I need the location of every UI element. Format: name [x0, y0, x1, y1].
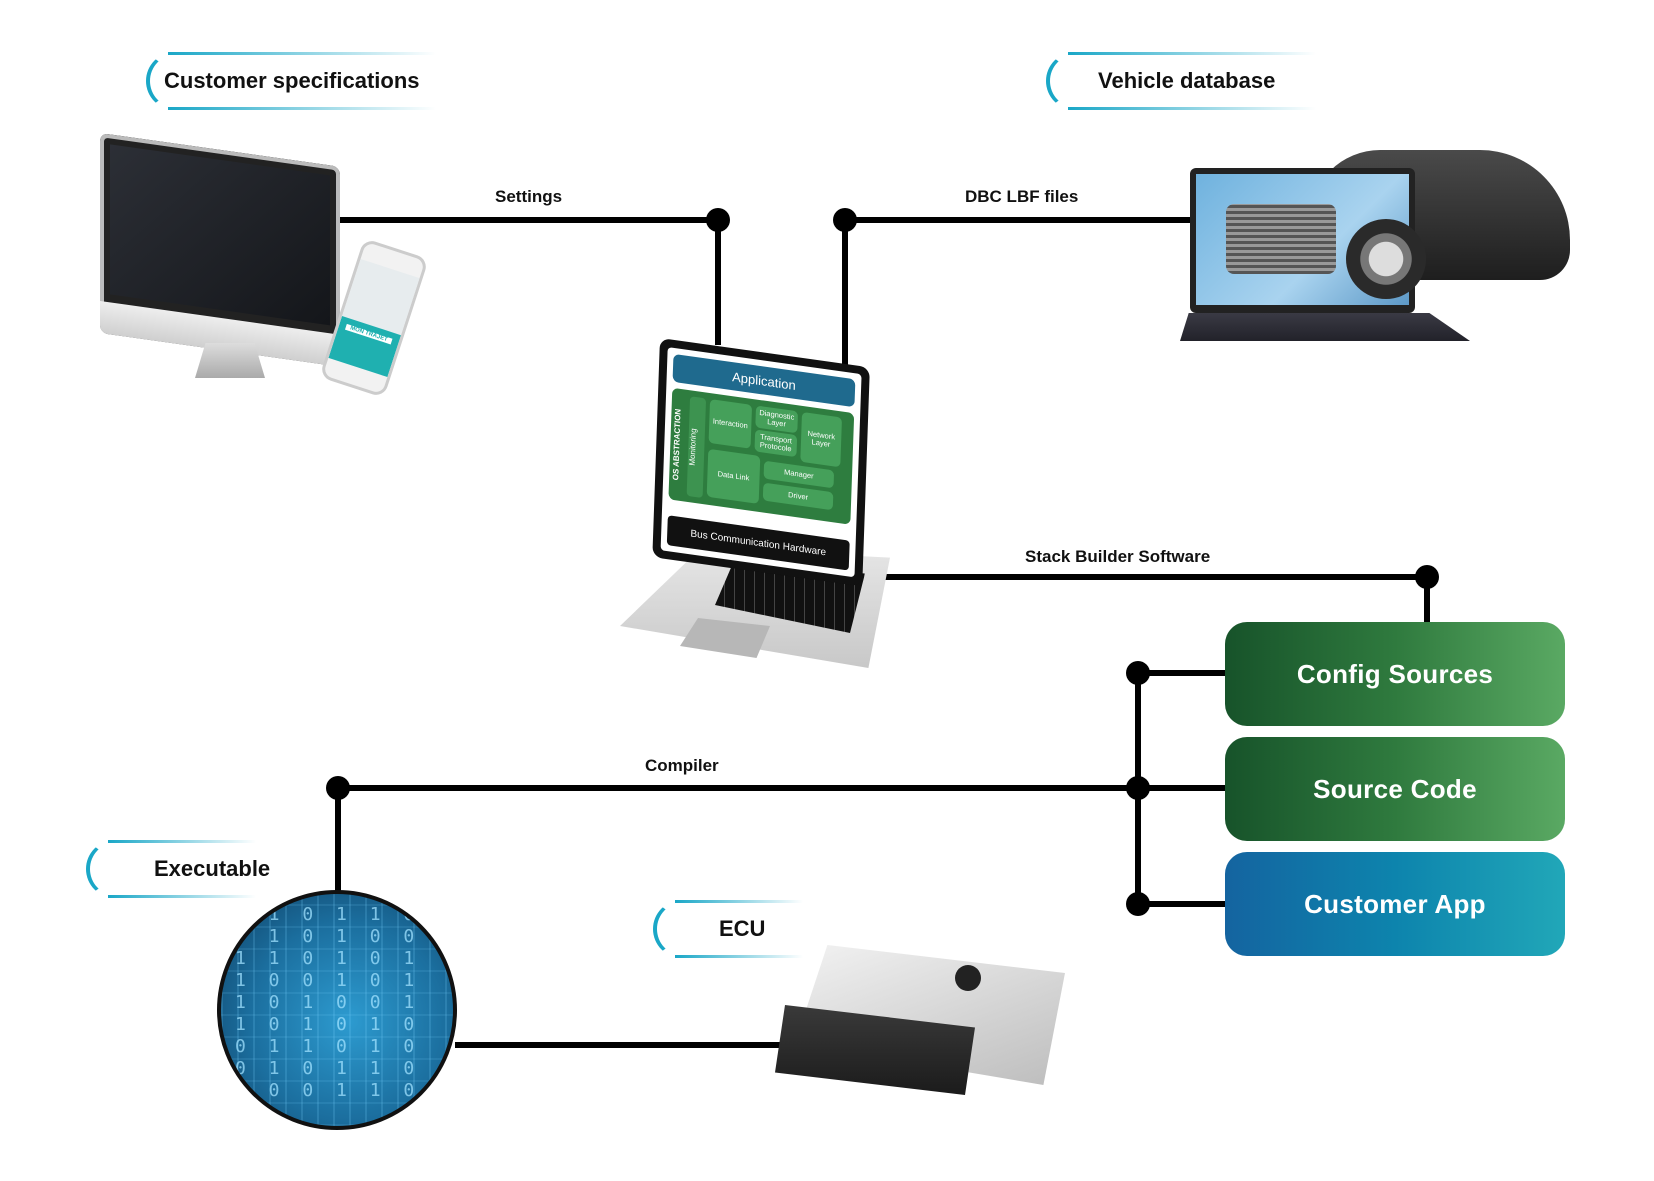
section-title: Customer specifications [164, 68, 420, 93]
engine-graphic [1226, 204, 1336, 274]
stack-os-abstraction: OS ABSTRACTION Monitoring Interaction Di… [668, 387, 855, 525]
edge-label-dbc-lbf-files: DBC LBF files [965, 187, 1079, 206]
section-vehicle-database: Vehicle database [1046, 52, 1316, 110]
section-title: Vehicle database [1098, 68, 1276, 93]
monitor-dashboard-screen [110, 144, 330, 326]
section-customer-specifications: Customer specifications [146, 52, 436, 110]
stack-bus-hardware: Bus Communication Hardware [666, 515, 850, 571]
stack-os-abstraction-label: OS ABSTRACTION [671, 408, 683, 481]
stack-monitoring: Monitoring [686, 396, 707, 499]
laptop-base [1180, 313, 1470, 341]
stack-transport-protocol: Transport Protocole [754, 429, 798, 458]
stack-interaction: Interaction [708, 399, 753, 449]
node-settings [706, 208, 730, 232]
edge-label-stack-builder-software: Stack Builder Software [1025, 547, 1211, 566]
node-compiler-junction [1126, 776, 1150, 800]
section-title: ECU [719, 916, 766, 941]
car-xray-screen [1196, 174, 1426, 305]
edge-label-settings: Settings [495, 187, 563, 206]
desktop-monitor-image [100, 133, 348, 378]
monitor-stand [195, 343, 265, 378]
laptop-screen: Application OS ABSTRACTION Monitoring In… [652, 338, 870, 587]
node-customer-app [1126, 892, 1150, 916]
section-executable: Executable [86, 840, 270, 898]
vehicle-database-laptop-image [1180, 150, 1570, 368]
executable-binary-image: 0 1 0 1 1 0 0 1 0 1 0 0 1 1 0 1 0 1 1 0 … [217, 890, 457, 1130]
output-label: Source Code [1313, 773, 1477, 804]
output-label: Customer App [1304, 888, 1486, 919]
node-dbc [833, 208, 857, 232]
edge-label-compiler: Compiler [645, 756, 719, 775]
node-config-sources [1126, 661, 1150, 685]
output-config-sources: Config Sources [1225, 622, 1565, 726]
ecu-vent-cap [955, 965, 981, 991]
binary-digits: 0 1 0 1 1 0 0 1 0 1 0 0 1 1 0 1 0 1 1 0 … [235, 904, 421, 1123]
section-ecu: ECU [653, 900, 803, 958]
stack-network-layer: Network Layer [800, 411, 843, 468]
laptop-screen [1190, 168, 1426, 313]
stack-diagnostic-layer: Diagnostic Layer [755, 405, 799, 434]
monitor-frame [100, 133, 340, 367]
node-stack-builder [1415, 565, 1439, 589]
wheel-graphic [1346, 219, 1426, 299]
section-title: Executable [154, 856, 271, 881]
output-customer-app: Customer App [1225, 852, 1565, 956]
stack-data-link: Data Link [706, 448, 761, 504]
stack-builder-laptop-image: Application OS ABSTRACTION Monitoring In… [620, 338, 890, 698]
output-label: Config Sources [1296, 658, 1494, 689]
output-source-code: Source Code [1225, 737, 1565, 841]
ecu-image [775, 935, 1075, 1115]
node-compiler [326, 776, 350, 800]
